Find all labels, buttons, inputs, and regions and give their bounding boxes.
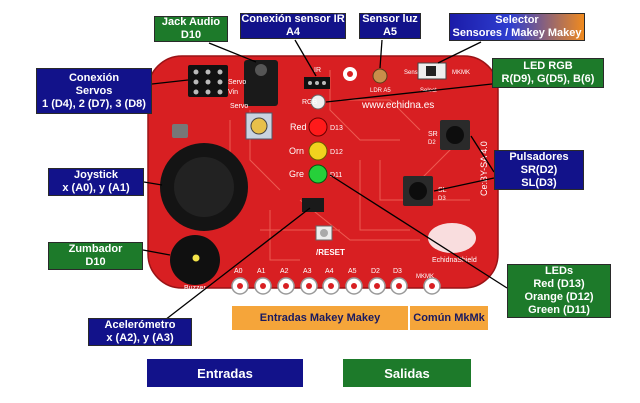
led-label-green: Gre bbox=[289, 169, 304, 179]
pin-label-a0: A0 bbox=[234, 268, 243, 275]
label-servos-line1: Conexión bbox=[68, 71, 120, 84]
accelerometer-chip bbox=[302, 198, 324, 212]
ldr-sensor bbox=[372, 68, 388, 84]
label-led-rgb-title: LED RGB bbox=[523, 60, 573, 72]
reset-text: /RESET bbox=[316, 248, 345, 257]
rgb-led bbox=[310, 94, 326, 110]
label-pulsadores-sr: SR(D2) bbox=[520, 163, 558, 176]
label-jack-audio: Jack Audio D10 bbox=[154, 16, 228, 42]
label-acelerometro: Acelerómetro x (A2), y (A3) bbox=[88, 318, 192, 346]
servo-header bbox=[188, 65, 228, 97]
board-url: www.echidna.es bbox=[361, 100, 434, 111]
sens-text: Sens bbox=[404, 70, 418, 76]
ir-text: IR bbox=[314, 67, 321, 74]
label-zumbador: Zumbador D10 bbox=[48, 242, 143, 270]
button-sr-pin: D2 bbox=[428, 140, 436, 146]
buzzer-text: Buzzer bbox=[184, 285, 206, 292]
label-selector-desc: Sensores / Makey Makey bbox=[452, 27, 582, 39]
label-joystick-title: Joystick bbox=[73, 169, 119, 181]
pin-label-a5: A5 bbox=[348, 268, 357, 275]
label-servos-line3: 1 (D4), 2 (D7), 3 (D8) bbox=[42, 97, 146, 110]
pin-label-a4: A4 bbox=[325, 268, 334, 275]
logo-text: EchidnaShield bbox=[432, 257, 477, 264]
connector-lines bbox=[142, 39, 508, 321]
label-jack-audio-title: Jack Audio bbox=[161, 16, 221, 28]
label-joystick-pins: x (A0), y (A1) bbox=[62, 182, 130, 194]
label-selector-title: Selector bbox=[495, 14, 539, 26]
label-acelerometro-title: Acelerómetro bbox=[104, 319, 176, 331]
crystal bbox=[172, 124, 188, 138]
side-label-servo-1: Servo bbox=[228, 79, 246, 86]
label-zumbador-title: Zumbador bbox=[68, 243, 123, 255]
led-green bbox=[308, 164, 328, 184]
mkmk-switch-text: MKMK bbox=[452, 70, 470, 76]
label-servos-line2: Servos bbox=[75, 84, 113, 97]
pin-label-a1: A1 bbox=[257, 268, 266, 275]
label-leds-orange: Orange (D12) bbox=[524, 291, 594, 303]
pin-label-a2: A2 bbox=[280, 268, 289, 275]
label-light-sensor-pin: A5 bbox=[382, 26, 398, 38]
label-led-rgb: LED RGB R(D9), G(D5), B(6) bbox=[492, 58, 604, 88]
led-pin-red: D13 bbox=[330, 125, 343, 132]
label-pulsadores-sl: SL(D3) bbox=[521, 176, 557, 189]
model-text: Ce:BY-SA 4.0 bbox=[479, 141, 489, 196]
button-sl-text: SL bbox=[438, 187, 447, 194]
label-ir-sensor: Conexión sensor IR A4 bbox=[240, 13, 346, 39]
label-leds: LEDs Red (D13) Orange (D12) Green (D11) bbox=[507, 264, 611, 318]
label-leds-green: Green (D11) bbox=[528, 304, 590, 316]
pin-label-a3: A3 bbox=[303, 268, 312, 275]
side-label-servo-2: Servo bbox=[230, 103, 248, 110]
label-pulsadores: Pulsadores SR(D2) SL(D3) bbox=[494, 150, 584, 190]
pin-label-d3: D3 bbox=[393, 268, 402, 275]
label-ir-sensor-pin: A4 bbox=[285, 26, 301, 38]
label-salidas: Salidas bbox=[343, 359, 471, 387]
ldr-text: LDR A5 bbox=[370, 88, 391, 94]
label-leds-title: LEDs bbox=[544, 265, 574, 277]
button-sl-pin: D3 bbox=[438, 196, 446, 202]
label-entradas: Entradas bbox=[147, 359, 303, 387]
led-label-red: Red bbox=[290, 122, 307, 132]
label-light-sensor-title: Sensor luz bbox=[362, 13, 418, 25]
label-pulsadores-title: Pulsadores bbox=[509, 150, 569, 163]
label-leds-red: Red (D13) bbox=[533, 278, 585, 290]
label-entradas-makey-text: Entradas Makey Makey bbox=[259, 311, 381, 324]
label-servos: Conexión Servos 1 (D4), 2 (D7), 3 (D8) bbox=[36, 68, 152, 114]
label-entradas-text: Entradas bbox=[197, 365, 253, 381]
led-pin-green: D11 bbox=[330, 172, 342, 179]
label-jack-audio-pin: D10 bbox=[180, 29, 202, 41]
led-label-orange: Orn bbox=[289, 146, 304, 156]
led-red bbox=[308, 117, 328, 137]
label-led-rgb-pins: R(D9), G(D5), B(6) bbox=[501, 73, 595, 85]
echidna-logo bbox=[428, 223, 476, 253]
button-sr-text: SR bbox=[428, 131, 438, 138]
jack-audio bbox=[244, 60, 278, 106]
rgb-text: RGB bbox=[302, 99, 318, 106]
label-zumbador-pin: D10 bbox=[85, 256, 106, 268]
label-comun-mkmk-text: Común MkMk bbox=[413, 311, 485, 324]
label-joystick: Joystick x (A0), y (A1) bbox=[48, 168, 144, 196]
side-label-vin: Vin bbox=[228, 89, 238, 96]
pin-label-d2: D2 bbox=[371, 268, 380, 275]
label-ir-sensor-title: Conexión sensor IR bbox=[241, 13, 345, 25]
label-comun-mkmk: Común MkMk bbox=[410, 306, 488, 330]
label-entradas-makey: Entradas Makey Makey bbox=[232, 306, 408, 330]
label-salidas-text: Salidas bbox=[384, 365, 430, 381]
led-pin-orange: D12 bbox=[330, 149, 343, 156]
label-light-sensor: Sensor luz A5 bbox=[359, 13, 421, 39]
led-orange bbox=[308, 141, 328, 161]
label-selector: Selector Sensores / Makey Makey bbox=[449, 13, 585, 41]
pin-label-mkmk: MKMK bbox=[416, 274, 434, 280]
label-acelerometro-pins: x (A2), y (A3) bbox=[106, 332, 174, 344]
